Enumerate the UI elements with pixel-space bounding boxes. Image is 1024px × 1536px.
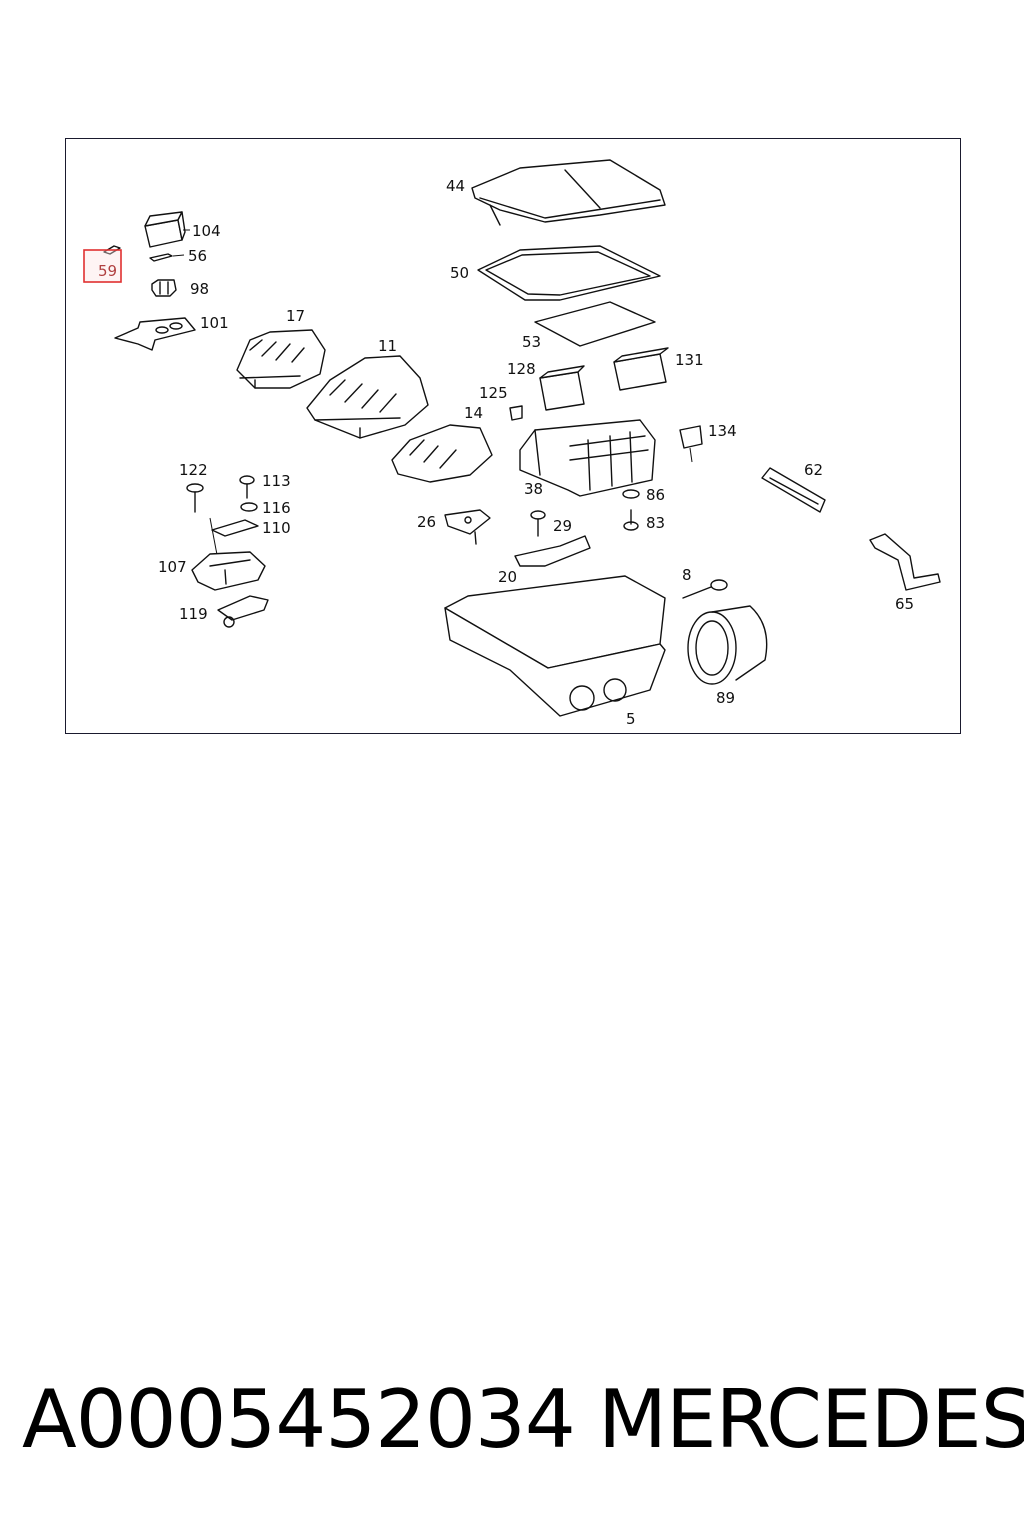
part-53-drawing	[534, 301, 656, 347]
part-number: A0005452034	[22, 1373, 576, 1466]
label-56: 56	[188, 247, 207, 265]
highlight-box-59	[83, 249, 122, 283]
part-65-drawing	[869, 533, 941, 591]
part-110-drawing	[211, 519, 259, 537]
part-116-drawing	[240, 502, 258, 512]
label-116: 116	[262, 499, 291, 517]
part-83-drawing	[623, 509, 639, 531]
label-29: 29	[553, 517, 572, 535]
label-128: 128	[507, 360, 536, 378]
label-110: 110	[262, 519, 291, 537]
part-101-drawing	[114, 317, 196, 351]
part-59-drawing	[83, 245, 122, 283]
part-104-drawing	[144, 211, 190, 248]
part-98-drawing	[151, 279, 177, 297]
part-14-drawing	[391, 424, 493, 483]
brand-name: MERCEDES	[598, 1373, 1024, 1466]
label-101: 101	[200, 314, 229, 332]
part-50-drawing	[477, 245, 661, 301]
label-38: 38	[524, 480, 543, 498]
part-125-drawing	[509, 405, 523, 421]
label-5: 5	[626, 710, 636, 728]
label-53: 53	[522, 333, 541, 351]
part-labels: 104 56 59 98 101 17 11 44 50 53 128 131 …	[98, 177, 914, 728]
label-119: 119	[179, 605, 208, 623]
label-86: 86	[646, 486, 665, 504]
label-44: 44	[446, 177, 465, 195]
part-20-drawing	[514, 535, 591, 567]
label-11: 11	[378, 337, 397, 355]
label-122: 122	[179, 461, 208, 479]
part-5-drawing	[444, 575, 666, 717]
label-17: 17	[286, 307, 305, 325]
part-131-drawing	[613, 347, 669, 391]
part-44-drawing	[471, 159, 666, 226]
part-113-drawing	[239, 475, 255, 499]
label-83: 83	[646, 514, 665, 532]
label-65: 65	[895, 595, 914, 613]
footer: A0005452034 MERCEDES	[0, 1372, 1024, 1472]
label-134: 134	[708, 422, 737, 440]
part-8-drawing	[682, 579, 728, 599]
label-89: 89	[716, 689, 735, 707]
label-14: 14	[464, 404, 483, 422]
part-17-drawing	[236, 329, 326, 389]
part-38-drawing	[519, 419, 656, 497]
exploded-parts-diagram: 104 56 59 98 101 17 11 44 50 53 128 131 …	[83, 159, 941, 728]
label-62: 62	[804, 461, 823, 479]
label-113: 113	[262, 472, 291, 490]
part-119-drawing	[217, 595, 269, 628]
part-26-drawing	[444, 509, 491, 545]
label-8: 8	[682, 566, 692, 584]
label-104: 104	[192, 222, 221, 240]
label-26: 26	[417, 513, 436, 531]
label-20: 20	[498, 568, 517, 586]
label-107: 107	[158, 558, 187, 576]
part-107-drawing	[191, 551, 266, 591]
part-122-drawing	[186, 483, 219, 561]
label-131: 131	[675, 351, 704, 369]
label-50: 50	[450, 264, 469, 282]
diagram-frame	[65, 138, 961, 734]
part-128-drawing	[539, 365, 585, 411]
part-89-drawing	[687, 605, 768, 685]
label-98: 98	[190, 280, 209, 298]
part-62-drawing	[761, 467, 826, 513]
part-86-drawing	[622, 489, 640, 499]
label-125: 125	[479, 384, 508, 402]
part-29-drawing	[530, 510, 546, 537]
part-11-drawing	[306, 355, 429, 439]
part-134-drawing	[679, 425, 703, 463]
part-56-drawing	[149, 253, 185, 262]
label-59: 59	[98, 262, 117, 280]
